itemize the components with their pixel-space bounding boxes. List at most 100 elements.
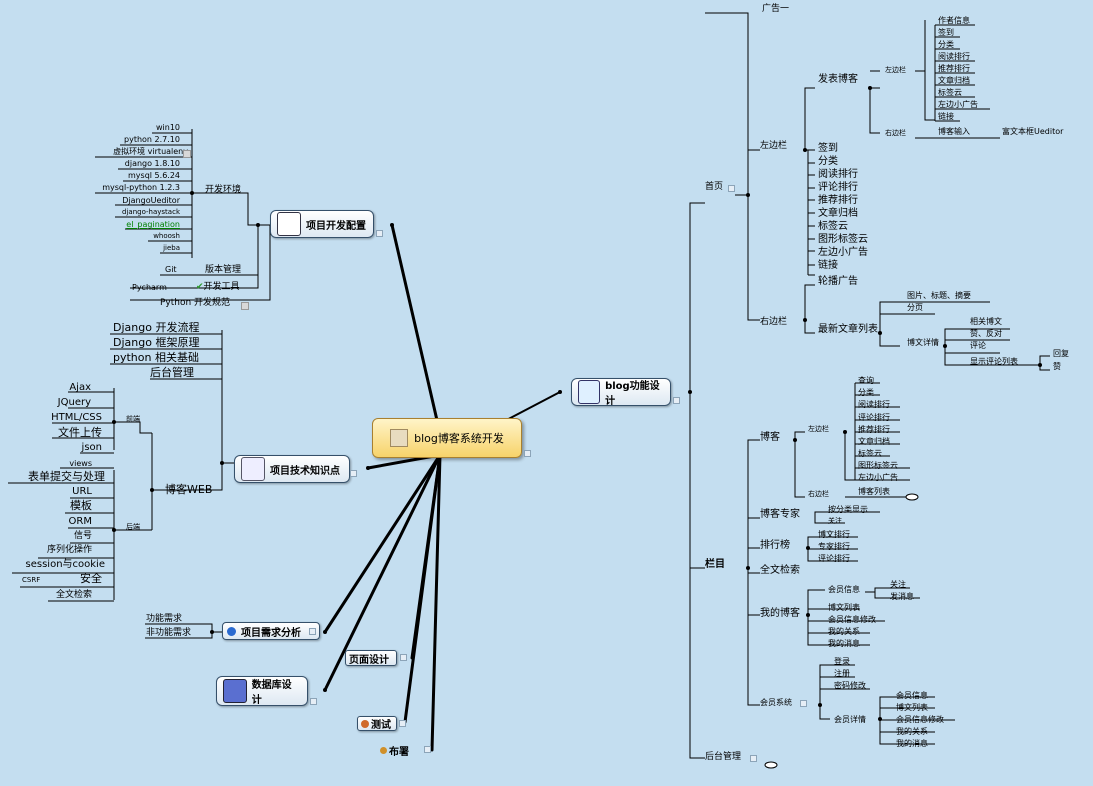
topic-requirements[interactable]: 项目需求分析 [222, 622, 320, 640]
collapse-marker[interactable] [524, 450, 531, 457]
list-item: 登录 [834, 657, 850, 666]
collapse-marker[interactable] [800, 700, 807, 707]
topic-deploy-label: 布署 [389, 747, 409, 758]
column-label: 栏目 [705, 559, 725, 570]
pycharm-value: Pycharm [132, 283, 167, 292]
back-item: 信号 [73, 531, 92, 541]
topic-testing[interactable]: 测试 [357, 716, 397, 731]
back-item: 模板 [70, 499, 92, 512]
blogger-list: 博客列表 [858, 487, 890, 496]
list-item: 推荐排行 [858, 425, 890, 434]
topic-tech-knowledge-label: 项目技术知识点 [270, 465, 340, 477]
list-item: 推荐排行 [938, 64, 970, 73]
requirement-item: 非功能需求 [146, 628, 192, 638]
my-blog-label: 我的博客 [760, 608, 800, 619]
list-item: 分类 [938, 40, 954, 49]
publish-label: 发表博客 [818, 74, 858, 85]
list-item: 作者信息 [938, 16, 970, 25]
list-item: 推荐排行 [818, 195, 858, 206]
collapse-marker[interactable] [310, 698, 317, 705]
env-label: 开发环境 [205, 185, 242, 195]
list-item: 分类 [818, 156, 838, 167]
back-item: session与cookie [25, 559, 105, 570]
list-item: 文章归档 [858, 437, 890, 446]
topic-icon [390, 429, 409, 447]
list-item: 密码修改 [834, 681, 866, 690]
central-topic-label: blog博客系统开发 [414, 432, 504, 445]
collapse-marker[interactable] [399, 720, 406, 727]
requirement-item: 功能需求 [146, 614, 183, 624]
expert-label: 博客专家 [760, 509, 800, 520]
back-item: 序列化操作 [46, 545, 92, 555]
gears-icon [241, 457, 265, 481]
list-item: 标签云 [818, 221, 848, 232]
back-item: views [69, 459, 92, 468]
list-item: 注册 [834, 669, 850, 678]
list-item: 签到 [938, 28, 954, 37]
list-item: 我的消息 [896, 739, 928, 748]
member-detail-label: 会员详情 [834, 715, 866, 724]
topic-page-design-label: 页面设计 [349, 654, 389, 666]
topic-dev-config[interactable]: 项目开发配置 [270, 210, 374, 238]
env-item: jieba [163, 244, 180, 252]
topic-tech-knowledge[interactable]: 项目技术知识点 [234, 455, 350, 483]
home-label: 首页 [705, 182, 724, 192]
env-item[interactable]: el_pagination [126, 220, 180, 229]
list-item: 图片、标题、摘要 [907, 291, 971, 300]
list-item: 文章归档 [938, 76, 970, 85]
tools-label: ✔开发工具 [196, 282, 240, 292]
list-item: 分类 [858, 388, 874, 397]
right-col-label: 右边栏 [760, 317, 788, 327]
knowledge-item: 后台管理 [150, 366, 194, 379]
list-item: 左边小广告 [818, 247, 868, 258]
collapse-marker[interactable] [673, 397, 680, 404]
back-label: 后端 [126, 523, 140, 531]
list-item: 评论排行 [818, 182, 858, 193]
list-item: 文章归档 [818, 208, 858, 219]
blogger-label: 博客 [760, 432, 780, 443]
topic-db-design-label: 数据库设计 [251, 680, 292, 706]
knowledge-item: python 相关基础 [113, 351, 199, 364]
list-item: 我的关系 [896, 727, 928, 736]
collapse-marker[interactable] [728, 185, 735, 192]
spec-label: Python 开发规范 [160, 298, 231, 308]
back-item: ORM [68, 516, 92, 527]
list-item: 分页 [907, 303, 923, 312]
list-item: 赞 [1053, 362, 1061, 371]
back-item: 全文检索 [55, 590, 92, 600]
central-topic[interactable]: blog博客系统开发 [372, 418, 522, 458]
member-system-label: 会员系统 [760, 698, 792, 707]
front-item: JQuery [57, 397, 91, 408]
web-label: 博客WEB [165, 483, 213, 496]
collapse-marker[interactable] [424, 746, 431, 753]
list-item: 查询 [858, 376, 874, 385]
topic-dev-config-label: 项目开发配置 [306, 220, 366, 232]
topic-deploy[interactable]: 布署 [380, 743, 409, 758]
front-item: HTML/CSS [51, 412, 102, 423]
list-item: 关注 [828, 517, 842, 525]
collapse-marker[interactable] [750, 755, 757, 762]
env-item: python 2.7.10 [124, 135, 180, 144]
env-item: DjangoUeditor [122, 196, 180, 205]
list-item: 图形标签云 [858, 461, 898, 470]
collapse-marker[interactable] [376, 230, 383, 237]
list-item: 专家排行 [818, 542, 850, 551]
list-item: 会员信息修改 [828, 615, 876, 624]
collapse-marker[interactable] [309, 628, 316, 635]
check-icon: ✔ [196, 282, 204, 292]
topic-blog-design[interactable]: blog功能设计 [571, 378, 671, 407]
topic-testing-label: 测试 [371, 720, 391, 731]
collapse-marker[interactable] [400, 654, 407, 661]
back-item: 安全 [80, 572, 102, 585]
detail-label: 博文详情 [907, 338, 939, 347]
topic-db-design[interactable]: 数据库设计 [216, 676, 308, 706]
version-label: 版本管理 [205, 265, 242, 275]
list-item: 我的关系 [828, 627, 860, 636]
collapse-marker[interactable] [350, 470, 357, 477]
note-icon [241, 302, 249, 310]
topic-page-design[interactable]: 页面设计 [345, 650, 397, 666]
list-item: 博文列表 [828, 603, 860, 612]
member-info-label: 会员信息 [828, 585, 860, 594]
list-item: 签到 [818, 143, 838, 154]
